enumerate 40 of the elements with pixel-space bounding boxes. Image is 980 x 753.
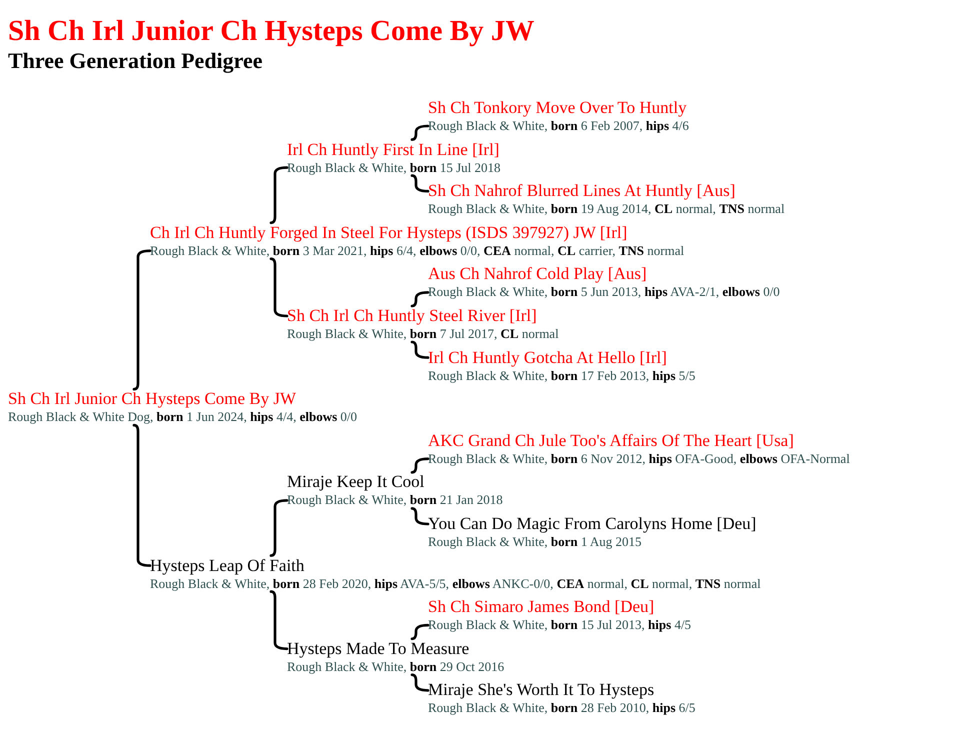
dog-name: You Can Do Magic From Carolyns Home [Deu] [428, 514, 756, 534]
dog-details: Rough Black & White, born 15 Jul 2013, hips 4/5 [428, 617, 692, 634]
bracket-connector [410, 507, 430, 526]
dog-name: Sh Ch Irl Junior Ch Hysteps Come By JW [8, 389, 296, 410]
dog-details: Rough Black & White, born 29 Oct 2016 [287, 658, 504, 675]
dog-name: Irl Ch Huntly Gotcha At Hello [Irl] [428, 348, 667, 368]
dog-details: Rough Black & White, born 1 Aug 2015 [428, 534, 642, 550]
dog-name: Sh Ch Tonkory Move Over To Huntly [428, 98, 687, 118]
dog-name: Sh Ch Nahrof Blurred Lines At Huntly [Aus] [428, 181, 736, 202]
dog-name: Miraje Keep It Cool [287, 472, 424, 492]
dog-name: AKC Grand Ch Jule Too's Affairs Of The Heart [Usa] [428, 430, 794, 451]
dog-details: Rough Black & White, born 28 Feb 2010, hips 6/5 [428, 700, 696, 716]
dog-details: Rough Black & White, born 6 Feb 2007, hips 4/6 [428, 118, 689, 134]
bracket-connector [410, 174, 430, 192]
dog-name: Sh Ch Irl Ch Huntly Steel River [Irl] [287, 306, 537, 326]
page-subtitle: Three Generation Pedigree [8, 48, 263, 74]
dog-details: Rough Black & White, born 19 Aug 2014, CL normal, TNS normal [428, 201, 785, 218]
bracket-connector [410, 458, 430, 474]
bracket-connector [410, 624, 430, 640]
dog-name: Ch Irl Ch Huntly Forged In Steel For Hysteps (ISDS 397927) JW [Irl] [150, 222, 628, 243]
page-title: Sh Ch Irl Junior Ch Hysteps Come By JW [8, 14, 534, 48]
dog-name: Hysteps Made To Measure [287, 638, 470, 659]
dog-name: Hysteps Leap Of Faith [150, 556, 304, 576]
dog-name: Aus Ch Nahrof Cold Play [Aus] [428, 264, 647, 284]
dog-details: Rough Black & White, born 21 Jan 2018 [287, 492, 503, 508]
dog-details: Rough Black & White, born 28 Feb 2020, hips AVA-5/5, elbows ANKC-0/0, CEA normal, CL normal, TNS normal [150, 576, 761, 592]
dog-name: Irl Ch Huntly First In Line [Irl] [287, 140, 500, 160]
dog-details: Rough Black & White Dog, born 1 Jun 2024, hips 4/4, elbows 0/0 [8, 409, 358, 426]
bracket-connector [410, 674, 430, 692]
bracket-connector [410, 340, 430, 359]
dog-details: Rough Black & White, born 15 Jul 2018 [287, 160, 501, 176]
dog-name: Miraje She's Worth It To Hysteps [428, 680, 654, 700]
dog-name: Sh Ch Simaro James Bond [Deu] [428, 597, 654, 618]
dog-details: Rough Black & White, born 6 Nov 2012, hips OFA-Good, elbows OFA-Normal [428, 450, 850, 467]
dog-details: Rough Black & White, born 5 Jun 2013, hips AVA-2/1, elbows 0/0 [428, 284, 780, 300]
dog-details: Rough Black & White, born 3 Mar 2021, hips 6/4, elbows 0/0, CEA normal, CL carrier, TNS normal [150, 242, 684, 259]
bracket-connector [410, 291, 430, 308]
dog-details: Rough Black & White, born 7 Jul 2017, CL normal [287, 326, 559, 342]
bracket-connector [410, 124, 430, 141]
dog-details: Rough Black & White, born 17 Feb 2013, hips 5/5 [428, 368, 696, 384]
